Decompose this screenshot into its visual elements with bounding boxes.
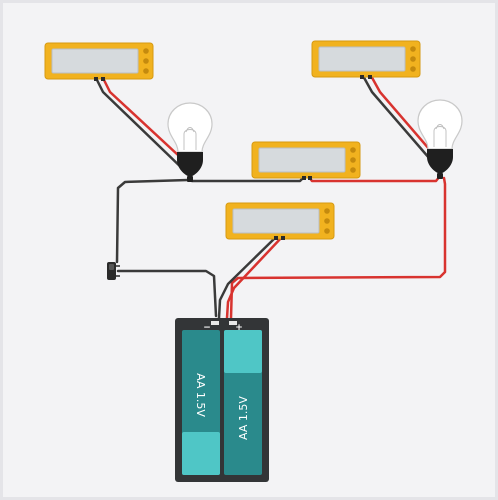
meter-terminal-icon[interactable] <box>324 218 330 224</box>
meter-terminal-icon[interactable] <box>143 48 149 54</box>
meter-terminal-icon[interactable] <box>410 66 416 72</box>
bulb-filament-icon <box>433 124 447 147</box>
bulb-right[interactable] <box>417 99 463 179</box>
meter-probe-port[interactable] <box>101 77 105 81</box>
meter-display <box>232 208 320 234</box>
meter-terminal-icon[interactable] <box>410 56 416 62</box>
meter-display <box>51 48 139 74</box>
meter-terminal-icon[interactable] <box>350 157 356 163</box>
wire-black-lower-meter[interactable] <box>217 235 278 320</box>
switch-slider[interactable] <box>109 264 114 270</box>
meter-probe-port[interactable] <box>368 75 372 79</box>
battery-cell-label: AA 1.5V <box>194 373 207 417</box>
meter-terminal-icon[interactable] <box>410 46 416 52</box>
minus-label: − <box>203 323 211 333</box>
wire-red-tl-meter[interactable] <box>101 76 194 170</box>
bulb-base-icon <box>427 149 453 174</box>
meter-probe-port[interactable] <box>360 75 364 79</box>
meter-terminal-icon[interactable] <box>143 68 149 74</box>
wire-black-tl-meter[interactable] <box>94 76 188 174</box>
meter-display <box>318 46 406 72</box>
battery-cell-left: AA 1.5V <box>182 330 220 475</box>
wire-red-right-return[interactable] <box>229 176 447 320</box>
bulb-left[interactable] <box>167 102 213 182</box>
battery-cell-right: AA 1.5V <box>224 330 262 475</box>
meter-terminal-icon[interactable] <box>350 167 356 173</box>
multimeter-top-left[interactable] <box>44 42 154 81</box>
meter-probe-port[interactable] <box>281 236 285 240</box>
meter-terminal-icon[interactable] <box>350 147 356 153</box>
bulb-filament-icon <box>183 127 197 150</box>
wire-red-lower-meter[interactable] <box>225 235 284 320</box>
meter-terminal-icon[interactable] <box>143 58 149 64</box>
meter-probe-port[interactable] <box>308 176 312 180</box>
bulb-terminal[interactable] <box>187 176 193 182</box>
multimeter-middle[interactable] <box>251 141 361 180</box>
battery-negative-terminal[interactable] <box>211 321 219 325</box>
meter-display <box>258 147 346 173</box>
meter-terminal-icon[interactable] <box>324 208 330 214</box>
meter-probe-port[interactable] <box>94 77 98 81</box>
battery-positive-terminal[interactable] <box>229 321 237 325</box>
meter-probe-port[interactable] <box>302 176 306 180</box>
slide-switch[interactable] <box>107 262 120 280</box>
wire-black-tr-meter[interactable] <box>360 72 438 168</box>
bulb-terminal[interactable] <box>437 173 443 179</box>
battery-cell-label: AA 1.5V <box>237 396 250 440</box>
meter-probe-port[interactable] <box>274 236 278 240</box>
meter-terminal-icon[interactable] <box>324 228 330 234</box>
multimeter-top-right[interactable] <box>311 40 421 79</box>
bulb-base-icon <box>177 152 203 177</box>
wire-black-switch-battery[interactable] <box>116 269 218 318</box>
battery-pack[interactable]: AA 1.5V AA 1.5V − + <box>175 318 269 482</box>
wire-black-left-loop[interactable] <box>115 178 190 264</box>
wire-red-tr-meter[interactable] <box>368 72 444 166</box>
multimeter-lower[interactable] <box>225 202 335 240</box>
plus-label: + <box>235 323 243 333</box>
